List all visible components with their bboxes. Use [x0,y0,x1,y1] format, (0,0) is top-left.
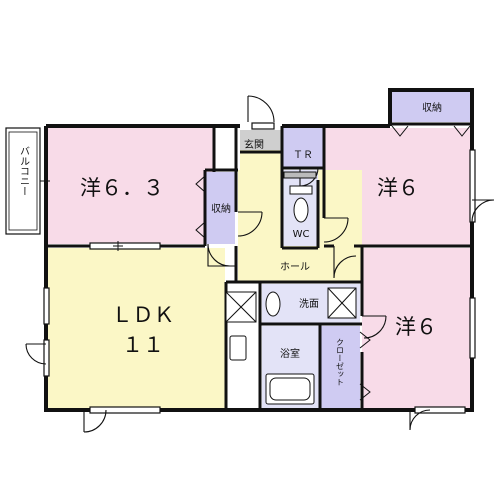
wc-label: WC [293,229,310,240]
balcony-outline [5,127,41,235]
toilet-room-area [282,128,324,168]
ldk-area [48,248,225,408]
west-room-top-right-label: 洋６ [377,176,419,200]
storage-top-right-area [392,92,470,122]
hall-shelf [283,171,317,179]
storage-left-area [205,172,235,244]
toilet-bowl [293,197,309,223]
storage-top-right-label: 収納 [422,101,442,114]
west-room-bottom-right-area [362,248,470,408]
entrance-label: 玄関 [244,138,264,151]
storage-left-label: 収納 [211,202,231,215]
bathroom-label: 浴室 [280,347,300,360]
kitchen-sink [229,335,247,361]
entrance-step [240,130,282,150]
hall-label: ホール [280,261,310,273]
wash-basin [265,291,281,317]
closet-area [320,326,360,408]
west-room-left-area [48,128,213,244]
interior-walls [46,122,472,408]
ldk-label-line1: ＬＤＫ [112,303,175,327]
windows [43,122,476,414]
fixtures [225,171,357,405]
toilet-room-label: ＴＲ [293,150,313,161]
balcony-label: バルコニー [18,146,30,196]
toilet-tank [289,185,313,195]
entrance-area [240,150,282,170]
closet-door-markers [195,125,471,401]
washroom-label: 洗面 [299,298,319,310]
ldk-label-line2: １１ [122,333,164,357]
west-room-left-label: 洋６．３ [80,176,164,200]
bathtub-inner [269,377,311,401]
closet-label: クローゼット [336,338,345,386]
balcony-inner-outline [8,131,38,231]
west-room-bottom-right-label: 洋６ [395,315,437,339]
